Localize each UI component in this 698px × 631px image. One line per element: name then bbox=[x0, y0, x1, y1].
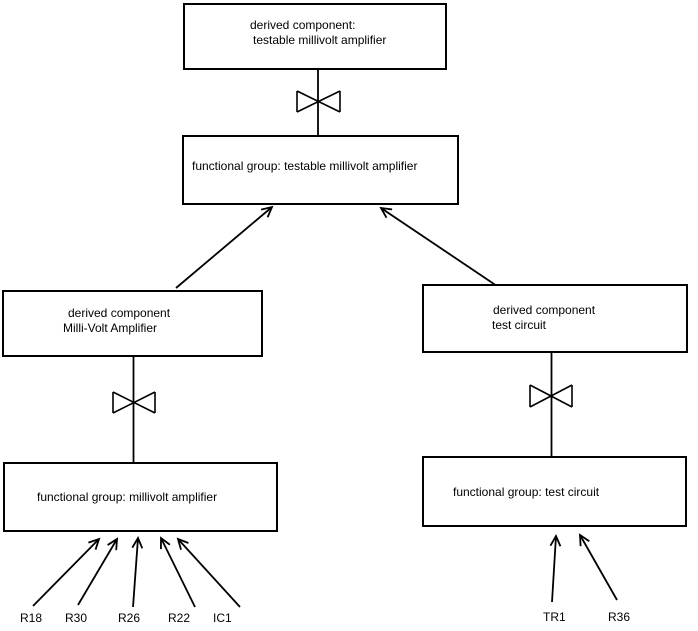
bowtie-icon-right bbox=[529, 384, 573, 408]
node-label-line2: test circuit bbox=[492, 318, 547, 332]
arrow-test-circuit-to-testable-group bbox=[379, 206, 498, 287]
arrow-r30 bbox=[77, 537, 119, 606]
node-functional-group-test-circuit: functional group: test circuit bbox=[422, 456, 687, 527]
component-label-r18: R18 bbox=[20, 611, 43, 625]
component-label-r30: R30 bbox=[65, 611, 88, 625]
node-derived-component-milli-volt-amplifier: derived component Milli-Volt Amplifier bbox=[2, 290, 263, 357]
component-label-ic1: IC1 bbox=[213, 611, 232, 625]
node-label: functional group: millivolt amplifier bbox=[37, 490, 218, 504]
node-derived-component-testable-millivolt-amplifier: derived component: testable millivolt am… bbox=[183, 3, 447, 70]
bowtie-icon-left bbox=[112, 391, 156, 414]
node-label-line2: testable millivolt amplifier bbox=[253, 33, 387, 47]
node-label-line1: derived component: bbox=[250, 18, 356, 32]
node-label-line2: Milli-Volt Amplifier bbox=[63, 321, 158, 335]
arrow-r18 bbox=[32, 537, 101, 607]
bowtie-icon-top bbox=[296, 90, 341, 113]
node-label: functional group: test circuit bbox=[453, 485, 600, 499]
node-label: functional group: testable millivolt amp… bbox=[192, 159, 418, 173]
arrow-ic1 bbox=[176, 537, 241, 608]
component-label-r36: R36 bbox=[608, 610, 631, 624]
node-label-line1: derived component bbox=[493, 303, 596, 317]
arrow-r22 bbox=[160, 536, 196, 608]
arrow-tr1 bbox=[549, 533, 562, 603]
arrow-millivolt-amplifier-to-testable-group bbox=[175, 205, 274, 289]
node-derived-component-test-circuit: derived component test circuit bbox=[422, 284, 688, 353]
arrow-r36 bbox=[579, 533, 618, 601]
component-label-r26: R26 bbox=[118, 611, 141, 625]
node-functional-group-millivolt-amplifier: functional group: millivolt amplifier bbox=[3, 462, 278, 532]
arrow-r26 bbox=[131, 535, 144, 608]
node-label-line1: derived component bbox=[68, 306, 171, 320]
node-functional-group-testable-millivolt-amplifier: functional group: testable millivolt amp… bbox=[182, 135, 459, 205]
component-label-r22: R22 bbox=[168, 611, 191, 625]
component-label-tr1: TR1 bbox=[543, 610, 566, 624]
